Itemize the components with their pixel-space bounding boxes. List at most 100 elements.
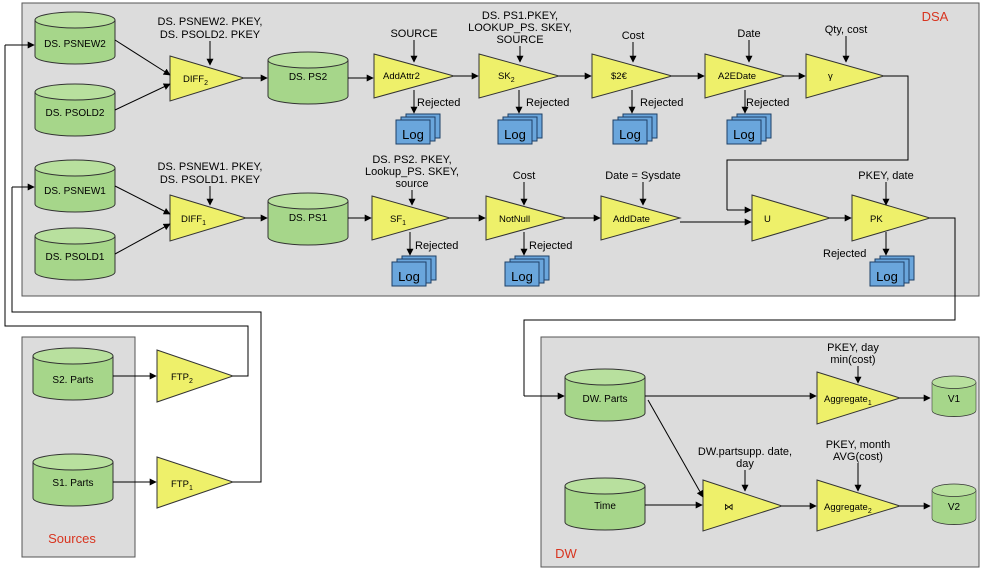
datastore-ds-ps1-label: DS. PS1 <box>289 213 328 224</box>
rejected-label-pk: Rejected <box>823 248 866 260</box>
annotation-sk2-line3: SOURCE <box>496 34 543 46</box>
log-notnull-label: Log <box>511 269 533 284</box>
log-currency-conversion-label: Log <box>619 127 641 142</box>
datastore-ds-psold2: DS. PSOLD2 <box>34 83 116 137</box>
annotation-aggregate1-line2: min(cost) <box>830 354 875 366</box>
annotation-sf1-line1: DS. PS2. PKEY, <box>372 154 451 166</box>
annotation-aggregate2-line1: PKEY, month <box>826 439 891 451</box>
activity-union-label: U <box>764 214 771 225</box>
svg-text:DIFF2: DIFF2 <box>183 74 208 87</box>
sources-region-label: Sources <box>48 531 96 546</box>
datastore-v2-label: V2 <box>948 502 961 513</box>
svg-text:DIFF1: DIFF1 <box>181 214 206 227</box>
annotation-diff2-line2: DS. PSOLD2. PKEY <box>160 29 261 41</box>
log-addattr2-label: Log <box>402 127 424 142</box>
annotation-diff1-line1: DS. PSNEW1. PKEY, <box>158 161 263 173</box>
activity-addattr2-label: AddAttr2 <box>383 71 420 82</box>
log-currency-conversion: Log <box>612 113 658 145</box>
annotation-sk2-line2: LOOKUP_PS. SKEY, <box>468 22 572 34</box>
rejected-label-notnull: Rejected <box>529 240 572 252</box>
activity-a2edate: A2EDate <box>704 53 787 99</box>
datastore-v1-label: V1 <box>948 394 961 405</box>
activity-ftp2-label: FTP <box>171 372 189 383</box>
activity-aggregate2-label: Aggregate <box>824 502 868 513</box>
datastore-s2-parts-label: S2. Parts <box>52 375 93 386</box>
log-a2edate: Log <box>726 113 772 145</box>
activity-sk2-label: SK <box>498 71 511 82</box>
svg-text:SK2: SK2 <box>498 71 515 84</box>
annotation-qty-cost: Qty, cost <box>825 24 868 36</box>
activity-gamma-label: γ <box>828 71 833 82</box>
datastore-dw-parts-label: DW. Parts <box>582 394 627 405</box>
annotation-aggregate1-line1: PKEY, day <box>827 342 879 354</box>
svg-text:FTP2: FTP2 <box>171 372 193 385</box>
activity-join: ⋈ <box>702 479 784 532</box>
annotation-join-line1: DW.partsupp. date, <box>698 446 792 458</box>
datastore-dw-parts: DW. Parts <box>564 368 646 422</box>
annotation-date-top: Date <box>737 28 760 40</box>
annotation-source: SOURCE <box>390 28 437 40</box>
activity-adddate: AddDate <box>600 195 682 241</box>
annotation-diff2-line1: DS. PSNEW2. PKEY, <box>158 16 263 28</box>
annotation-sf1-line3: source <box>395 178 428 190</box>
datastore-s2-parts: S2. Parts <box>32 347 114 401</box>
svg-text:Aggregate2: Aggregate2 <box>824 502 872 515</box>
activity-ftp1-sub: 1 <box>189 485 193 492</box>
annotation-aggregate2-line2: AVG(cost) <box>833 451 883 463</box>
activity-join-label: ⋈ <box>724 502 734 513</box>
activity-notnull-label: NotNull <box>499 214 530 225</box>
activity-diff1-label: DIFF <box>181 214 202 225</box>
log-sk2-label: Log <box>504 127 526 142</box>
log-sk2: Log <box>497 113 543 145</box>
dsa-region <box>21 2 980 297</box>
log-pk-label: Log <box>876 269 898 284</box>
activity-aggregate1-sub: 1 <box>868 400 872 407</box>
datastore-ds-ps1: DS. PS1 <box>267 192 349 246</box>
activity-pk-label: PK <box>870 214 883 225</box>
datastore-time: Time <box>564 477 646 531</box>
activity-ftp1-label: FTP <box>171 479 189 490</box>
activity-addattr2: AddAttr2 <box>373 53 456 99</box>
datastore-ds-ps2: DS. PS2 <box>267 51 349 105</box>
datastore-ds-psnew2-label: DS. PSNEW2 <box>44 39 106 50</box>
activity-sf1-label: SF <box>390 214 402 225</box>
activity-ftp2: FTP2 <box>156 349 235 403</box>
datastore-time-label: Time <box>594 501 616 512</box>
annotation-join-line2: day <box>736 458 754 470</box>
rejected-label-sf1: Rejected <box>415 240 458 252</box>
activity-sk2-sub: 2 <box>511 77 515 84</box>
datastore-ds-psnew1-label: DS. PSNEW1 <box>44 186 106 197</box>
annotation-sf1-line2: Lookup_PS. SKEY, <box>365 166 459 178</box>
activity-currency-conversion: $2€ <box>591 53 674 99</box>
datastore-ds-psold2-label: DS. PSOLD2 <box>46 108 105 119</box>
activity-diff2-sub: 2 <box>204 80 208 87</box>
rejected-label-sk2: Rejected <box>526 97 569 109</box>
svg-text:SF1: SF1 <box>390 214 406 227</box>
log-a2edate-label: Log <box>733 127 755 142</box>
activity-gamma: γ <box>805 53 886 99</box>
activity-aggregate2-sub: 2 <box>868 508 872 515</box>
activity-notnull: NotNull <box>485 195 568 241</box>
datastore-ds-psold1-label: DS. PSOLD1 <box>46 252 105 263</box>
activity-diff2: DIFF2 <box>169 55 246 102</box>
log-sf1: Log <box>391 255 437 287</box>
activity-aggregate1: Aggregate1 <box>816 371 902 425</box>
annotation-pkey-date: PKEY, date <box>858 170 913 182</box>
data-flow-arrows <box>4 39 956 510</box>
activity-ftp2-sub: 2 <box>189 378 193 385</box>
activity-diff2-label: DIFF <box>183 74 204 85</box>
datastore-ds-ps2-label: DS. PS2 <box>289 72 328 83</box>
log-notnull: Log <box>504 255 550 287</box>
activity-sf1: SF1 <box>371 195 452 241</box>
dsa-region-label: DSA <box>922 9 949 24</box>
log-pk: Log <box>869 255 915 287</box>
rejected-arrows <box>406 90 890 256</box>
annotation-cost-mid: Cost <box>513 170 536 182</box>
activity-adddate-label: AddDate <box>613 214 650 225</box>
log-addattr2: Log <box>395 113 441 145</box>
activity-pk: PK <box>851 194 932 242</box>
activity-diff1: DIFF1 <box>169 194 248 242</box>
activity-a2edate-label: A2EDate <box>718 71 756 82</box>
datastore-ds-psnew1: DS. PSNEW1 <box>34 159 116 213</box>
